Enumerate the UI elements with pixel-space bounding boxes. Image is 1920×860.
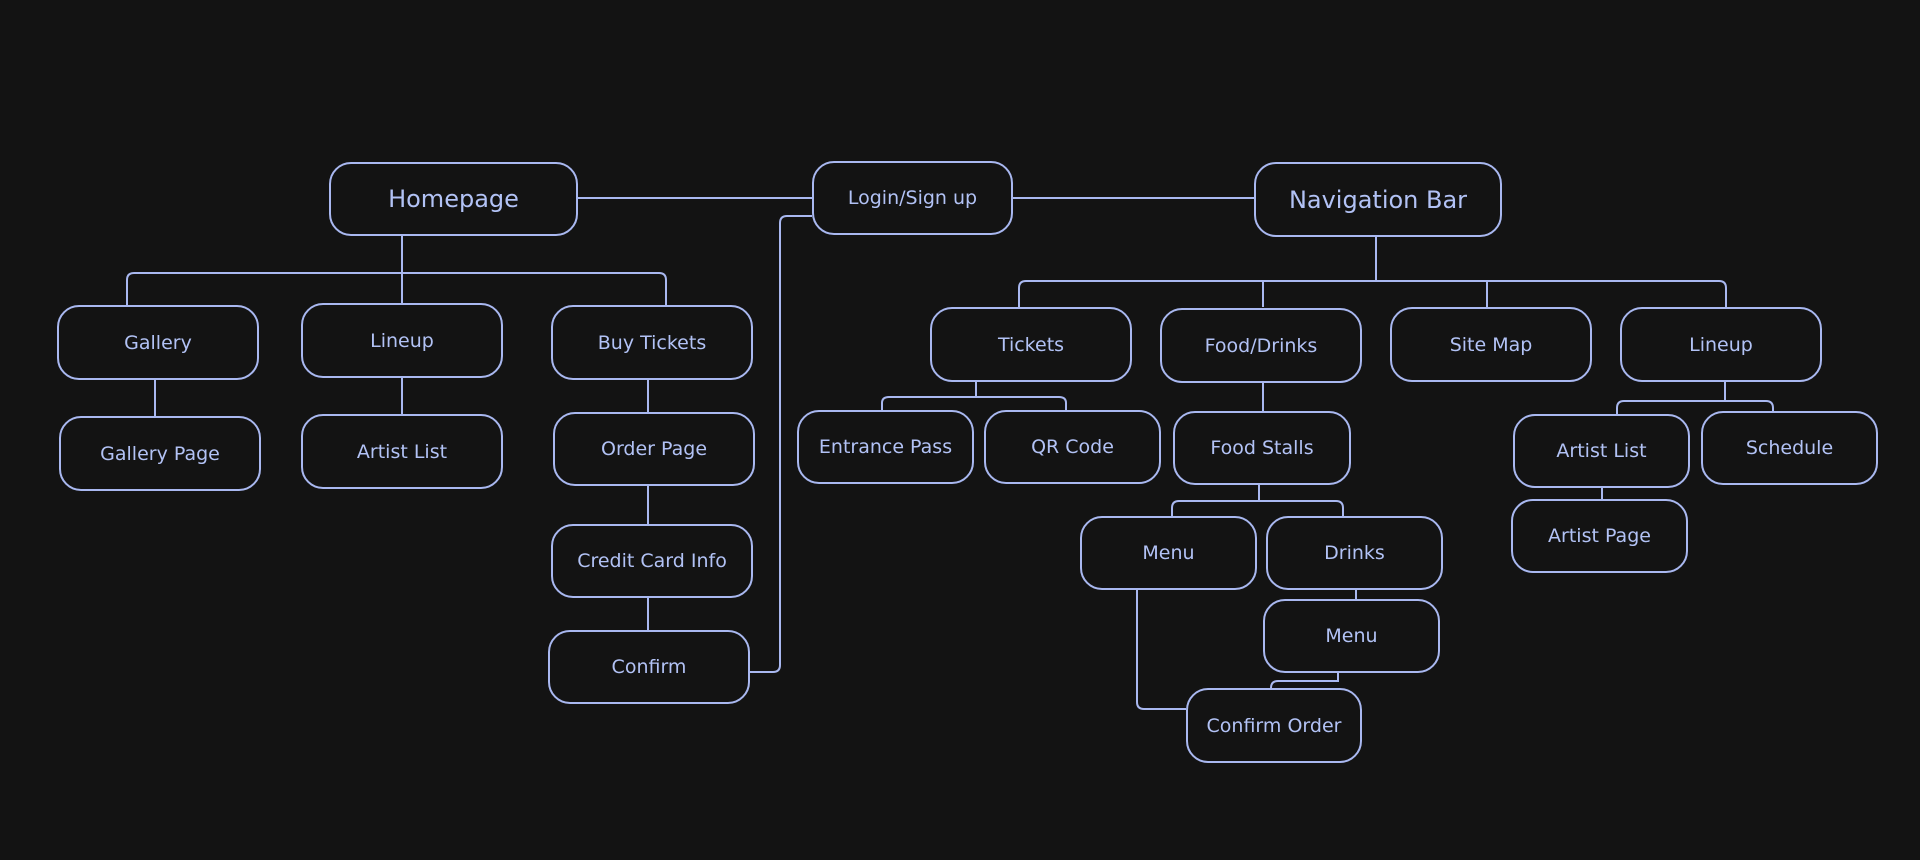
node-schedule[interactable]: Schedule bbox=[1701, 411, 1878, 485]
node-gallery[interactable]: Gallery bbox=[57, 305, 259, 380]
bus-tickets bbox=[881, 396, 1067, 410]
link-login-confirm bbox=[750, 215, 812, 673]
node-site-map[interactable]: Site Map bbox=[1390, 307, 1592, 382]
bus-navbar bbox=[1018, 280, 1727, 307]
link-menu-confirmorder bbox=[1136, 590, 1186, 710]
node-order-page[interactable]: Order Page bbox=[553, 412, 755, 486]
node-qr-code[interactable]: QR Code bbox=[984, 410, 1161, 484]
bus-foodstalls bbox=[1171, 500, 1344, 516]
node-menu-drinks[interactable]: Menu bbox=[1263, 599, 1440, 673]
node-food-stalls[interactable]: Food Stalls bbox=[1173, 411, 1351, 485]
node-menu-food[interactable]: Menu bbox=[1080, 516, 1257, 590]
node-food-drinks[interactable]: Food/Drinks bbox=[1160, 308, 1362, 383]
bus-homepage bbox=[126, 272, 667, 305]
node-drinks[interactable]: Drinks bbox=[1266, 516, 1443, 590]
bus-lineupnav bbox=[1616, 400, 1774, 414]
node-entrance-pass[interactable]: Entrance Pass bbox=[797, 410, 974, 484]
node-lineup-home[interactable]: Lineup bbox=[301, 303, 503, 378]
node-confirm-order[interactable]: Confirm Order bbox=[1186, 688, 1362, 763]
node-gallery-page[interactable]: Gallery Page bbox=[59, 416, 261, 491]
node-tickets[interactable]: Tickets bbox=[930, 307, 1132, 382]
node-navigation-bar[interactable]: Navigation Bar bbox=[1254, 162, 1502, 237]
node-artist-list-nav[interactable]: Artist List bbox=[1513, 414, 1690, 488]
node-artist-page[interactable]: Artist Page bbox=[1511, 499, 1688, 573]
node-confirm[interactable]: Confirm bbox=[548, 630, 750, 704]
link-drinksmenu-confirmorder bbox=[1270, 673, 1339, 689]
node-credit-card-info[interactable]: Credit Card Info bbox=[551, 524, 753, 598]
node-artist-list-home[interactable]: Artist List bbox=[301, 414, 503, 489]
node-login-signup[interactable]: Login/Sign up bbox=[812, 161, 1013, 235]
node-lineup-nav[interactable]: Lineup bbox=[1620, 307, 1822, 382]
node-buy-tickets[interactable]: Buy Tickets bbox=[551, 305, 753, 380]
node-homepage[interactable]: Homepage bbox=[329, 162, 578, 236]
